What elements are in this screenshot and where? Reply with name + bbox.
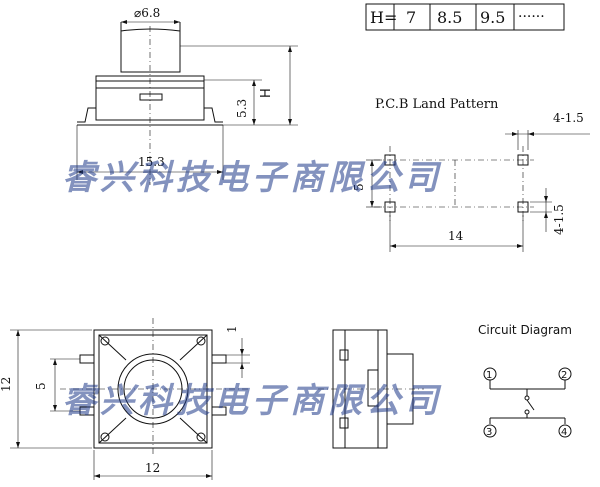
pcb-land-pattern: P.C.B Land Pattern 4-1.5 4-1.5 5 [352, 97, 590, 252]
side-view-bottom [318, 329, 424, 449]
dim-12-bottom-label: 12 [145, 461, 160, 475]
table-value-4: ······ [518, 9, 545, 25]
dim-5-3-label: 5.3 [235, 99, 249, 118]
table-value-1: 7 [406, 8, 416, 27]
pin-2-label: 2 [561, 370, 567, 381]
pad-size-top-label: 4-1.5 [553, 111, 584, 125]
pad-bottom-right [517, 201, 529, 213]
pad-size-side-label: 4-1.5 [552, 204, 566, 235]
width-15-3-label: 15.3 [138, 155, 165, 169]
pitch-vertical-label: 5 [352, 183, 366, 191]
front-view: 12 5 12 1 [0, 318, 250, 480]
watermark-bottom: 睿兴科技电子商限公司 [62, 381, 442, 421]
circuit-title: Circuit Diagram [478, 323, 572, 337]
pad-top-left [384, 154, 396, 166]
circuit-diagram: Circuit Diagram 1 2 3 4 [478, 323, 572, 438]
height-symbol: H [259, 88, 274, 98]
watermark-top: 睿兴科技电子商限公司 [62, 158, 442, 198]
height-table: H= 7 8.5 9.5 ······ [365, 3, 565, 31]
pitch-horizontal-label: 14 [448, 229, 464, 243]
pin-3-label: 3 [486, 427, 492, 438]
land-pattern-title: P.C.B Land Pattern [375, 97, 499, 112]
dim-5-label: 5 [34, 382, 48, 390]
side-view-top: ⌀6.8 H 5.3 15.3 [76, 6, 298, 185]
table-value-3: 9.5 [480, 8, 505, 27]
diameter-label: ⌀6.8 [134, 6, 160, 20]
dim-1-label: 1 [225, 325, 239, 333]
table-header: H= [370, 8, 397, 27]
pin-4-label: 4 [561, 427, 567, 438]
dim-12-side-label: 12 [0, 377, 13, 392]
pin-1-label: 1 [486, 370, 492, 381]
pad-bottom-left [384, 201, 396, 213]
table-value-2: 8.5 [437, 8, 462, 27]
pad-top-right [517, 154, 529, 166]
